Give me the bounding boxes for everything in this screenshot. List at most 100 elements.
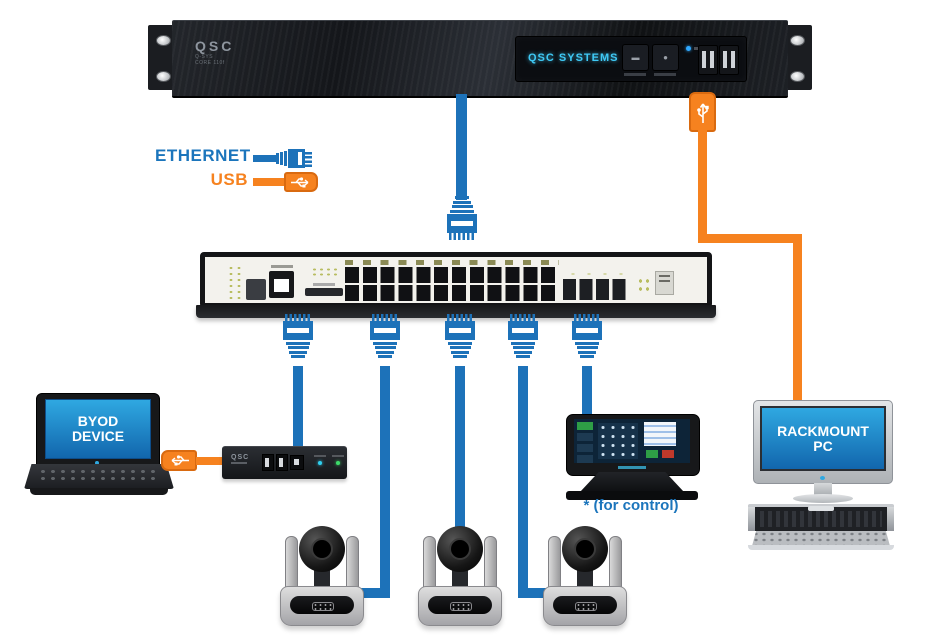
camera-arm [548, 536, 561, 592]
pc-label-line2: PC [813, 437, 833, 454]
ethernet-cable-to-touchpanel [582, 366, 592, 428]
switch-label-sticker [655, 271, 674, 295]
rj45-connector-up-icon [445, 314, 475, 359]
rj45-connector-down-icon [447, 196, 477, 241]
rack-faceplate [172, 20, 788, 98]
led-label-strip [314, 455, 326, 457]
front-display: QSC SYSTEMS ▬ ● [515, 36, 747, 82]
usb-connector-icon [161, 450, 197, 471]
camera-ir-emblem [312, 602, 334, 611]
screw-hole [156, 71, 171, 82]
network-switch [200, 252, 712, 308]
usb-bridge-device: QSC [222, 446, 347, 479]
rj45-connector-up-icon [508, 314, 538, 359]
rj45-port-row-top [345, 267, 559, 283]
usb-trident-icon [696, 103, 709, 123]
button-label-strip [624, 73, 646, 76]
legend-usb-label: USB [210, 170, 248, 189]
usb-a-port [276, 454, 288, 471]
ethernet-cable-to-bridge [293, 366, 303, 448]
laptop-keyboard-base [24, 464, 174, 489]
rj45-connector-up-icon [283, 314, 313, 359]
ethernet-cable-to-camera1 [380, 366, 390, 598]
screw-hole [156, 35, 171, 46]
camera-lens-icon [311, 538, 333, 560]
usb-port [698, 45, 718, 75]
control-note: * (for control) [583, 497, 679, 514]
ethernet-cable-core-to-switch [456, 94, 467, 200]
pc-monitor: RACKMOUNT PC [753, 400, 893, 484]
screen-button-green [577, 422, 593, 430]
camera-tilt-joint [452, 570, 468, 588]
usb-cable-to-bridge [196, 457, 224, 465]
screen-button [577, 433, 593, 441]
ethernet-cable-elbow [520, 588, 556, 598]
pc-keyboard-lip [748, 545, 894, 550]
bridge-led-blue [318, 461, 322, 465]
model-text-1: Q-SYS [195, 54, 214, 60]
camera-arm [285, 536, 298, 592]
brand-text: QSC [195, 38, 235, 54]
byod-laptop: BYOD DEVICE [36, 393, 160, 467]
camera-tilt-joint [314, 570, 330, 588]
rj45-connector-up-icon [370, 314, 400, 359]
chassis-vents [760, 511, 882, 527]
ptz-camera-1 [280, 524, 364, 632]
camera-lens-icon [449, 538, 471, 560]
switch-module [246, 279, 266, 300]
usb-cable-segment [698, 234, 802, 243]
core-logo: QSC Q-SYS CORE 110f [195, 38, 234, 66]
pc-label-line1: RACKMOUNT [777, 422, 869, 439]
legend-ethernet-label: ETHERNET [155, 146, 251, 165]
screw-hole [790, 71, 805, 82]
camera-tilt-joint [577, 570, 593, 588]
ethernet-cable-elbow [352, 588, 390, 598]
rackmount-chassis [748, 504, 894, 531]
model-text-2: CORE 110f [195, 60, 225, 66]
display-brand-text: QSC SYSTEMS [528, 52, 619, 64]
byod-label-line2: DEVICE [71, 428, 125, 444]
screen-button [577, 455, 593, 463]
panel-brand-strip [618, 466, 646, 469]
camera-arm [609, 536, 622, 592]
touch-panel [566, 414, 700, 500]
webcam-dot [95, 461, 99, 465]
rj45-port-row-bottom [345, 285, 559, 301]
usb-port [719, 45, 739, 75]
switch-status-leds [227, 265, 244, 301]
monitor-stand-foot [793, 494, 853, 503]
monitor-stand-neck [814, 483, 832, 496]
chassis-ear [748, 507, 755, 531]
camera-lens-icon [574, 538, 596, 560]
keyboard-keys [38, 468, 160, 482]
byod-screen: BYOD DEVICE [45, 399, 151, 459]
usb-trident-icon [291, 176, 309, 187]
camera-arm [484, 536, 497, 592]
screen-popup-card [644, 422, 676, 446]
usb-legend-line [253, 178, 285, 186]
usb-cable-segment [793, 234, 802, 404]
sfp-leds [565, 271, 627, 277]
ethernet-cable-to-camera2 [455, 366, 465, 530]
dial-pad [598, 423, 638, 459]
usb-connector-up-icon [689, 92, 716, 132]
pc-monitor-screen: RACKMOUNT PC [760, 406, 886, 471]
camera-ir-emblem [575, 602, 597, 611]
usb-cable-icon [284, 172, 318, 192]
camera-ir-emblem [450, 602, 472, 611]
call-button-green [646, 450, 658, 458]
usb-b-port [290, 455, 304, 470]
pc-keyboard [752, 531, 890, 546]
end-call-button-red [662, 450, 674, 458]
touch-panel-screen [574, 419, 690, 463]
chassis-ear [887, 507, 894, 531]
usb-cable-segment [698, 130, 707, 238]
bridge-led-green [336, 461, 340, 465]
laptop-front-lip [30, 488, 168, 495]
bridge-brand-text: QSC [231, 454, 249, 464]
camera-arm [423, 536, 436, 592]
ptz-camera-2 [418, 524, 502, 632]
console-label-strip [271, 265, 293, 268]
ptz-camera-3 [543, 524, 627, 632]
